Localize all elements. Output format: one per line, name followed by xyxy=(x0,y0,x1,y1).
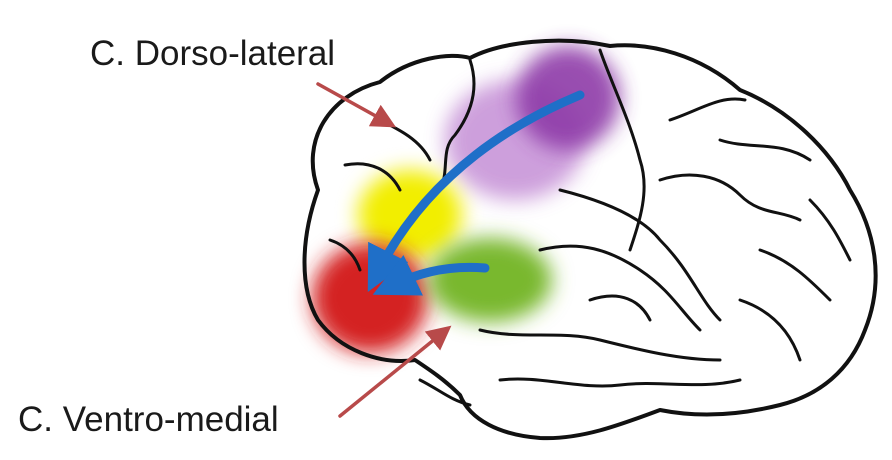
ventromedial-label: C. Ventro-medial xyxy=(18,402,279,437)
dorsolateral-label: C. Dorso-lateral xyxy=(90,36,335,71)
dorsolateral-pointer-arrow xyxy=(318,84,390,124)
green-region xyxy=(428,238,552,322)
red-region xyxy=(312,243,428,353)
